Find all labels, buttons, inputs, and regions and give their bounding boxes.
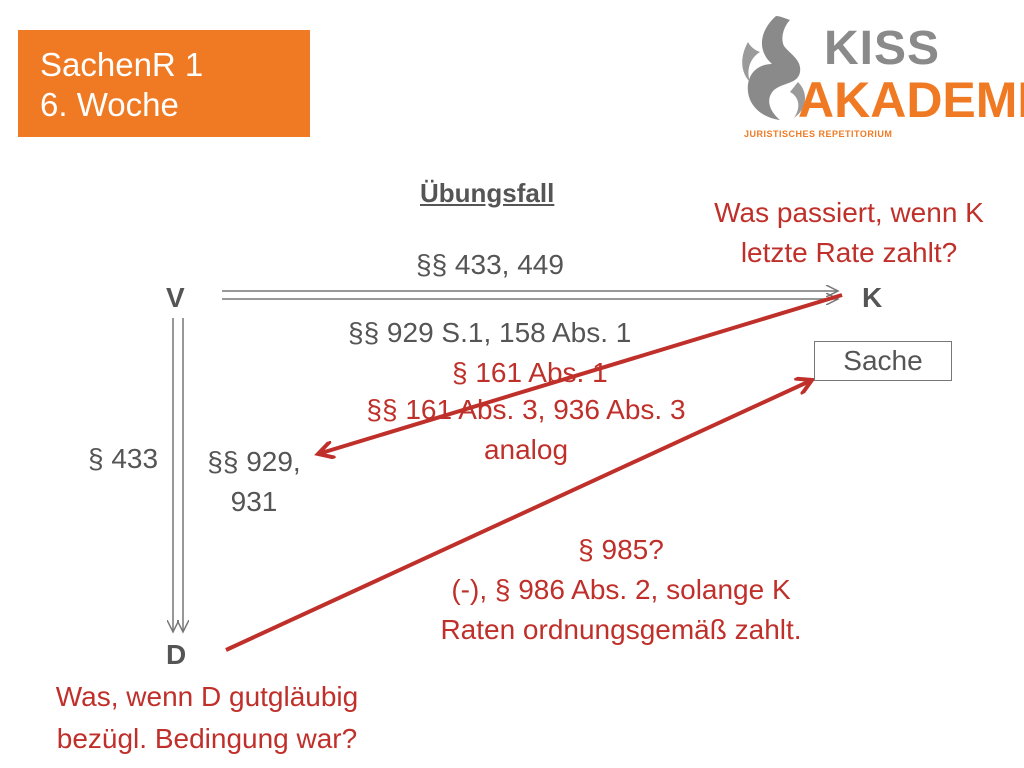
vk-contract-label: §§ 433, 449 <box>416 249 564 280</box>
sache-box: Sache <box>814 341 952 381</box>
red-bottom-label-line1: § 985? <box>578 534 664 565</box>
red-mid-label-line2: analog <box>483 434 569 465</box>
slide-title-box: SachenR 1 6. Woche <box>18 30 310 137</box>
question-d-line2: bezügl. Bedingung war? <box>56 723 358 754</box>
vk-condition-label: § 161 Abs. 1 <box>452 357 608 388</box>
logo-brand-bottom: AKADEMIE <box>798 72 1024 128</box>
slide-title-line2: 6. Woche <box>40 86 179 123</box>
red-arrow-d-to-sache <box>225 380 812 652</box>
red-mid-label-line1: §§ 161 Abs. 3, 936 Abs. 3 <box>366 394 686 425</box>
red-bottom-label-line2: (-), § 986 Abs. 2, solange K <box>451 574 791 605</box>
node-k: K <box>862 282 883 313</box>
question-k-line2: letzte Rate zahlt? <box>740 237 958 268</box>
phoenix-flame-icon <box>742 16 806 120</box>
red-arrow-k-to-vd <box>318 293 843 454</box>
question-d-line1: Was, wenn D gutgläubig <box>55 681 359 712</box>
vd-transfer-label-line1: §§ 929, <box>207 446 301 477</box>
logo-tagline: JURISTISCHES REPETITORIUM <box>744 129 893 139</box>
question-k-line1: Was passiert, wenn K <box>714 197 984 228</box>
vd-transfer-label-line2: 931 <box>230 486 278 517</box>
logo-brand-top: KISS <box>824 22 941 75</box>
node-v: V <box>166 282 185 313</box>
kiss-akademie-logo: KISS AKADEMIE JURISTISCHES REPETITORIUM <box>728 12 1024 147</box>
vk-transfer-label: §§ 929 S.1, 158 Abs. 1 <box>348 317 632 348</box>
node-d: D <box>166 639 187 670</box>
red-bottom-label-line3: Raten ordnungsgemäß zahlt. <box>440 614 802 645</box>
exercise-heading: Übungsfall <box>420 178 555 208</box>
vd-contract-label: § 433 <box>88 443 159 474</box>
slide-title-line1: SachenR 1 <box>40 46 204 83</box>
